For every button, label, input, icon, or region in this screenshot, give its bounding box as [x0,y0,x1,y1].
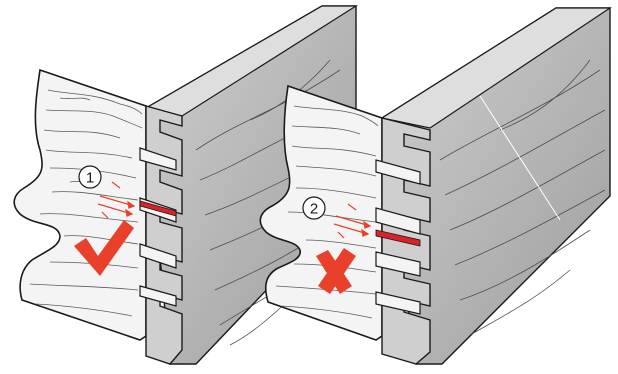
left-pin-board-face [14,70,146,340]
left-socket-board [146,106,182,364]
right-callout-2: 2 [303,197,325,219]
left-callout-1: 1 [79,166,101,188]
callout-number-1: 1 [86,170,94,187]
callout-number-2: 2 [310,201,318,218]
